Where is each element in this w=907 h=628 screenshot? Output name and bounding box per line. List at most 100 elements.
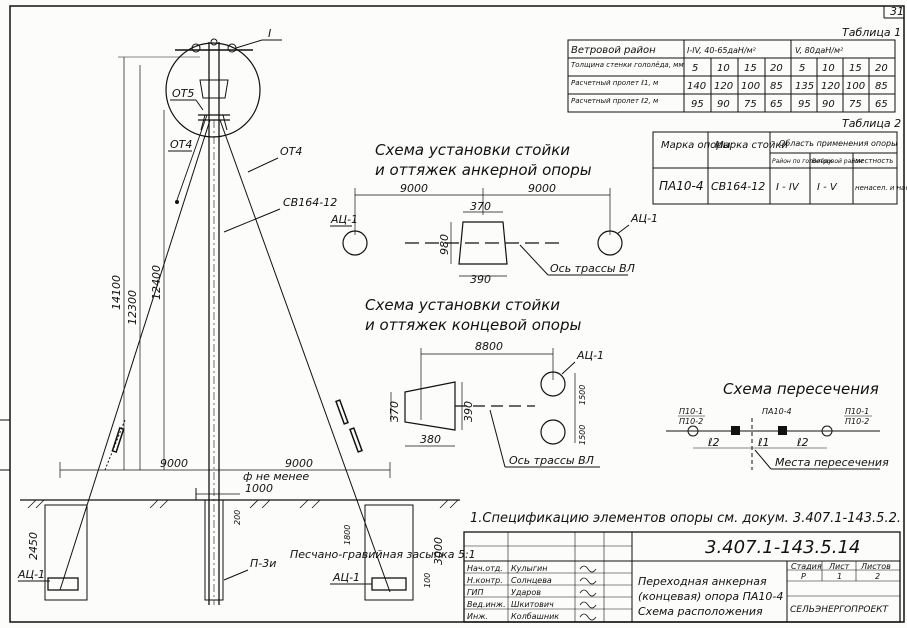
anchor-label-right: АЦ-1 <box>630 212 658 225</box>
pole-elevation: I ОТ5 ОТ4 ОТ4 СВ164-12 14100 12300 12400… <box>17 27 476 605</box>
scheme-end-title-2: и оттяжек концевой опоры <box>365 316 581 334</box>
svg-text:100: 100 <box>741 81 760 92</box>
anchor-dim-980: 980 <box>438 234 451 255</box>
svg-text:П10-2: П10-2 <box>679 417 703 426</box>
svg-text:Колбашник: Колбашник <box>511 612 559 621</box>
end-axis-label: Ось трассы ВЛ <box>509 454 594 467</box>
signatures <box>579 565 597 621</box>
svg-text:95: 95 <box>691 99 704 110</box>
anchor-dim-9000-b: 9000 <box>528 182 556 195</box>
scheme-anchor-title-2: и оттяжек анкерной опоры <box>375 161 592 179</box>
svg-text:15: 15 <box>744 63 757 74</box>
svg-text:Область применения опоры: Область применения опоры <box>779 139 897 148</box>
scheme-anchor-pole: Схема установки стойки и оттяжек анкерно… <box>330 141 658 286</box>
svg-text:Марка стойки: Марка стойки <box>715 140 788 151</box>
insulator-left <box>191 43 201 53</box>
dim-3000: 3000 <box>432 537 445 565</box>
sheet-value: 1 <box>837 572 842 581</box>
svg-text:Солнцева: Солнцева <box>511 576 552 585</box>
svg-text:ℓ2: ℓ2 <box>796 436 809 449</box>
dim-12400: 12400 <box>150 265 163 300</box>
label-p3i: П-3и <box>250 557 276 570</box>
svg-text:15: 15 <box>849 63 862 74</box>
label-not-less: ф не менее <box>243 470 309 483</box>
end-dim-8800: 8800 <box>475 340 503 353</box>
svg-text:ℓ2: ℓ2 <box>707 436 720 449</box>
svg-text:Ветровой район: Ветровой район <box>812 158 863 165</box>
table-1-title: Таблица 1 <box>842 26 901 39</box>
svg-text:65: 65 <box>875 99 888 110</box>
table-1-label-l1: Расчетный пролет ℓ1, м <box>571 79 659 87</box>
scheme-end-pole: Схема установки стойки и оттяжек концево… <box>365 296 604 468</box>
scheme-crossing: Схема пересечения П10-1 П10-2 ПА10-4 П10… <box>666 380 889 470</box>
label-right-anchor: АЦ-1 <box>332 571 360 584</box>
label-ot4-left: ОТ4 <box>170 138 192 151</box>
end-foundation <box>404 381 456 431</box>
svg-text:20: 20 <box>875 63 888 74</box>
label-ot5: ОТ5 <box>172 87 194 100</box>
anchor-dim-390: 390 <box>470 273 491 286</box>
table-2-stand-mark: СВ164-12 <box>711 180 765 193</box>
end-dim-1500-b: 1500 <box>578 425 587 445</box>
specification-note: 1.Спецификацию элементов опоры см. докум… <box>470 511 901 526</box>
anchor-foundation <box>458 221 508 265</box>
svg-text:120: 120 <box>714 81 733 92</box>
svg-text:П10-1: П10-1 <box>679 407 703 416</box>
stage-value: Р <box>801 572 806 581</box>
label-left-anchor: АЦ-1 <box>17 568 45 581</box>
svg-text:10: 10 <box>822 63 835 74</box>
anchor-dim-370: 370 <box>470 200 491 213</box>
svg-text:20: 20 <box>770 63 783 74</box>
dim-left-9000: 9000 <box>160 457 188 470</box>
svg-text:Марка опоры: Марка опоры <box>661 140 731 151</box>
crossing-places-label: Места пересечения <box>775 456 889 469</box>
left-anchor-pit <box>44 504 88 601</box>
label-stand: СВ164-12 <box>283 196 337 209</box>
svg-text:140: 140 <box>687 81 706 92</box>
anchor-circle-left <box>342 230 368 256</box>
crossing-pole-a <box>731 426 740 435</box>
label-fill: Песчано-гравийная засыпка 5:1 <box>290 548 476 561</box>
svg-text:Инж.: Инж. <box>467 612 488 621</box>
table-1-wind-b: V, 80даН/м² <box>795 46 844 55</box>
document-number: 3.407.1-143.5.14 <box>705 537 860 558</box>
end-dim-390: 390 <box>462 401 475 422</box>
svg-text:Н.контр.: Н.контр. <box>467 576 503 585</box>
svg-text:10: 10 <box>717 63 730 74</box>
svg-text:Вед.инж.: Вед.инж. <box>467 600 506 609</box>
end-dim-1500-a: 1500 <box>578 385 587 405</box>
dim-2450: 2450 <box>27 532 40 560</box>
dim-14100: 14100 <box>110 275 123 310</box>
table-1: Таблица 1 Ветровой район I-IV, 40-65даН/… <box>567 26 901 113</box>
dim-12300: 12300 <box>126 290 139 325</box>
svg-text:90: 90 <box>717 99 730 110</box>
sheets-value: 2 <box>875 572 880 581</box>
svg-text:ПА10-4: ПА10-4 <box>762 407 792 416</box>
svg-text:местность: местность <box>855 157 893 165</box>
svg-text:65: 65 <box>770 99 783 110</box>
svg-text:Ударов: Ударов <box>511 588 541 597</box>
svg-text:Схема расположения: Схема расположения <box>638 605 763 618</box>
svg-text:Стадия: Стадия <box>791 562 822 571</box>
svg-text:Район по гололёду: Район по гололёду <box>772 158 832 165</box>
svg-text:ГИП: ГИП <box>467 588 483 597</box>
svg-text:Лист: Лист <box>828 562 850 571</box>
dim-200: 200 <box>233 510 242 525</box>
anchor-label-left: АЦ-1 <box>330 213 358 226</box>
svg-text:120: 120 <box>821 81 840 92</box>
end-dim-370: 370 <box>388 401 401 422</box>
svg-text:75: 75 <box>849 99 862 110</box>
label-ot4-right: ОТ4 <box>280 145 302 158</box>
svg-text:П10-1: П10-1 <box>845 407 869 416</box>
end-anchor-label: АЦ-1 <box>576 349 604 362</box>
right-anchor-pit <box>364 504 414 601</box>
end-dim-380: 380 <box>420 433 441 446</box>
svg-text:135: 135 <box>795 81 814 92</box>
svg-text:П10-2: П10-2 <box>845 417 869 426</box>
organization: СЕЛЬЭНЕРГОПРОЕКТ <box>790 605 890 615</box>
dim-100: 100 <box>423 573 432 588</box>
svg-text:5: 5 <box>799 63 805 74</box>
svg-text:Шкитович: Шкитович <box>511 600 554 609</box>
